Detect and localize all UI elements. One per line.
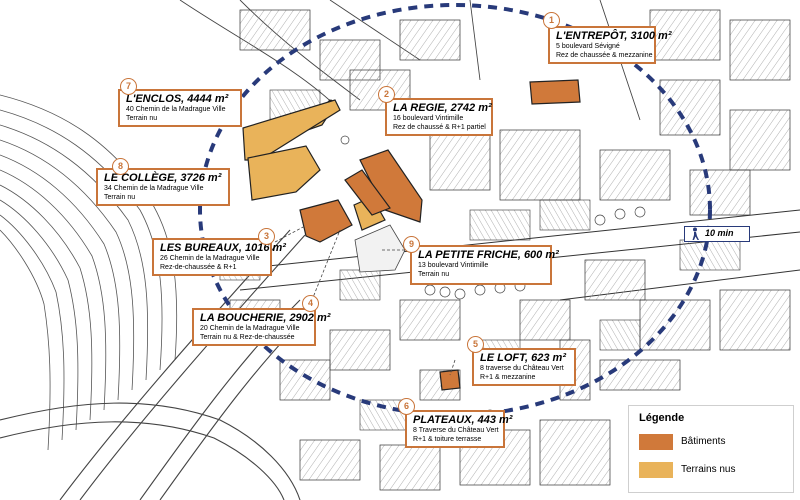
building-parcels	[299, 79, 581, 391]
site-name: LE LOFT,	[480, 352, 529, 364]
site-area: 443 m²	[477, 414, 513, 426]
site-floors: Terrain nu	[418, 270, 450, 278]
site-name: L'ENCLOS,	[126, 93, 185, 105]
site-label-regie[interactable]: LA REGIE, 2742 m² 16 boulevard Vintimill…	[385, 98, 493, 136]
site-area: 4444 m²	[187, 93, 229, 105]
site-number-8: 8	[112, 158, 129, 175]
legend-swatch-bare-land	[639, 462, 673, 478]
parcel-bureaux	[299, 199, 353, 243]
site-number-9: 9	[403, 236, 420, 253]
site-name: LA BOUCHERIE,	[200, 312, 287, 324]
site-name: LE COLLÈGE,	[104, 172, 178, 184]
parcel-regie-2	[344, 169, 391, 216]
site-address: 20 Chemin de la Madrague Ville	[200, 325, 300, 332]
legend-label-buildings: Bâtiments	[681, 436, 726, 447]
site-floors: Rez-de-chaussée & R+1	[160, 263, 237, 271]
site-area: 3100 m²	[630, 30, 672, 42]
site-name: LA REGIE,	[393, 102, 448, 114]
site-label-plateaux[interactable]: PLATEAUX, 443 m² 8 Traverse du Château V…	[405, 410, 512, 448]
site-label-entrepot[interactable]: L'ENTREPÔT, 3100 m² 5 boulevard Sévigné …	[548, 26, 672, 64]
site-number-1: 1	[543, 12, 560, 29]
site-area: 2902 m²	[289, 312, 331, 324]
site-label-boucherie[interactable]: LA BOUCHERIE, 2902 m² 20 Chemin de la Ma…	[192, 308, 330, 346]
site-area: 600 m²	[523, 249, 559, 261]
legend-swatch-buildings	[639, 434, 673, 450]
legend: Légende Bâtiments Terrains nus	[628, 405, 794, 493]
site-name: L'ENTREPÔT,	[556, 30, 628, 42]
site-floors: Rez de chaussé & R+1 partiel	[393, 123, 486, 131]
site-area: 1016 m²	[244, 242, 286, 254]
rail-yard	[0, 94, 178, 451]
walk-radius-circle	[198, 3, 712, 417]
walk-time-badge: 10 min	[684, 226, 750, 242]
site-number-2: 2	[378, 86, 395, 103]
pedestrian-icon	[692, 227, 699, 240]
site-floors: R+1 & mezzanine	[480, 373, 536, 381]
site-address: 8 Traverse du Château Vert	[413, 427, 499, 434]
site-floors: R+1 & toiture terrasse	[413, 435, 482, 443]
site-area: 3726 m²	[180, 172, 222, 184]
site-label-enclos[interactable]: L'ENCLOS, 4444 m² 40 Chemin de la Madrag…	[118, 89, 242, 127]
site-address: 5 boulevard Sévigné	[556, 43, 620, 50]
site-address: 34 Chemin de la Madrague Ville	[104, 185, 204, 192]
walk-time-label: 10 min	[705, 228, 734, 238]
site-address: 26 Chemin de la Madrague Ville	[160, 255, 260, 262]
site-number-6: 6	[398, 398, 415, 415]
site-number-5: 5	[467, 336, 484, 353]
site-floors: Terrain nu	[104, 193, 136, 201]
parcel-college	[247, 145, 321, 201]
site-number-7: 7	[120, 78, 137, 95]
site-name: LA PETITE FRICHE,	[418, 249, 521, 261]
site-name: LES BUREAUX,	[160, 242, 242, 254]
site-floors: Terrain nu	[126, 114, 158, 122]
site-number-3: 3	[258, 228, 275, 245]
site-label-petite-friche[interactable]: LA PETITE FRICHE, 600 m² 13 boulevard Vi…	[410, 245, 559, 285]
legend-label-bare-land: Terrains nus	[681, 464, 736, 475]
bare-land-parcels	[242, 99, 386, 231]
parcel-petite-friche	[354, 224, 406, 273]
legend-title: Légende	[639, 412, 685, 424]
site-address: 40 Chemin de la Madrague Ville	[126, 106, 226, 113]
site-address: 13 boulevard Vintimille	[418, 262, 489, 269]
site-area: 623 m²	[531, 352, 566, 364]
parcel-enclos-block	[242, 99, 341, 161]
site-address: 16 boulevard Vintimille	[393, 115, 464, 122]
site-label-loft[interactable]: LE LOFT, 623 m² 8 traverse du Château Ve…	[472, 348, 576, 386]
site-floors: Rez de chaussée & mezzanine	[556, 51, 653, 59]
site-address: 8 traverse du Château Vert	[480, 365, 564, 372]
site-area: 2742 m²	[450, 102, 492, 114]
site-number-4: 4	[302, 295, 319, 312]
parcel-loft	[439, 369, 461, 391]
site-name: PLATEAUX,	[413, 414, 475, 426]
site-floors: Terrain nu & Rez-de-chaussée	[200, 333, 295, 341]
site-label-bureaux[interactable]: LES BUREAUX, 1016 m² 26 Chemin de la Mad…	[152, 238, 286, 276]
parcel-entrepot	[529, 79, 581, 105]
